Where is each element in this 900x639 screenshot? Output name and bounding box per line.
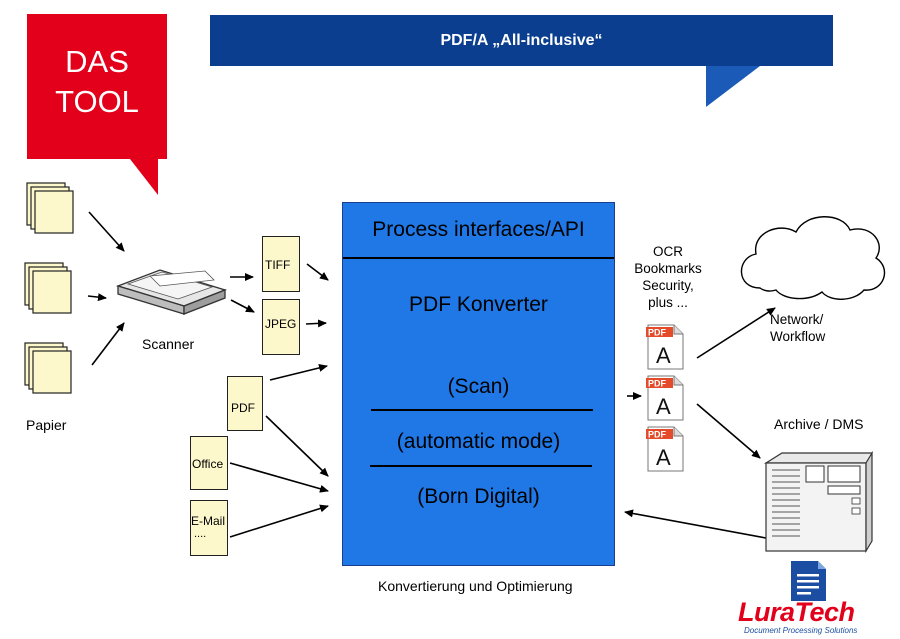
network-label: Network/ Workflow [770, 311, 825, 345]
paper-stack-3 [24, 342, 72, 394]
output-features: OCR Bookmarks Security, plus ... [620, 243, 716, 311]
banner-title: PDF/A „All-inclusive“ [210, 15, 833, 66]
tiff-label: TIFF [265, 258, 291, 272]
feature-security: Security, [642, 278, 694, 293]
badge-line-1: DAS [65, 44, 129, 79]
api-divider [343, 257, 614, 259]
paper-label: Papier [26, 417, 67, 433]
paper-stack-2 [24, 262, 72, 314]
email-document: E-Mail .... [190, 500, 228, 556]
scanner-icon [115, 269, 227, 315]
pdf-icon-3-letter: A [656, 445, 671, 470]
pdf-icon-1-letter: A [656, 343, 671, 368]
luratech-wordmark: LuraTech [738, 597, 855, 627]
jpeg-label: JPEG [265, 317, 297, 331]
pdf-icon-2-letter: A [656, 394, 671, 419]
pdfa-icon-2: PDF A [646, 375, 686, 426]
mode-divider-1 [371, 409, 593, 411]
feature-plus: plus ... [648, 295, 688, 310]
arrow-email-converter [229, 504, 329, 538]
pdfa-icon-3: PDF A [646, 426, 686, 477]
pdf-label: PDF [231, 401, 255, 415]
api-label: Process interfaces/API [372, 218, 585, 241]
feature-bookmarks: Bookmarks [634, 261, 702, 276]
arrow-pdfa-archive [696, 403, 761, 459]
pdf-document: PDF [227, 376, 263, 431]
archive-server-icon [763, 450, 873, 554]
office-document: Office [190, 436, 228, 490]
arrow-pdf-converter-2 [265, 415, 329, 477]
arrow-archive-converter [624, 509, 767, 539]
arrow-paper3-scanner [91, 322, 125, 366]
jpeg-document: JPEG [262, 299, 300, 355]
converter-title: PDF Konverter [409, 293, 548, 316]
arrow-pdf-converter [269, 364, 328, 381]
office-label: Office [192, 457, 224, 471]
pdf-icon-2-tag: PDF [648, 379, 667, 389]
scanner-label: Scanner [142, 336, 195, 352]
pdfa-icon-1: PDF A [646, 324, 686, 375]
arrow-tiff-converter [306, 263, 329, 281]
pdf-icon-1-tag: PDF [648, 328, 667, 338]
archive-label: Archive / DMS [774, 416, 864, 432]
arrow-office-converter [229, 462, 329, 493]
network-cloud-icon [740, 216, 886, 300]
mode-divider-2 [370, 465, 592, 467]
luratech-tagline: Document Processing Solutions [744, 626, 858, 635]
converter-caption: Konvertierung und Optimierung [378, 578, 573, 594]
paper-stack-1 [26, 182, 74, 234]
badge-line-2: TOOL [55, 84, 139, 119]
arrow-paper2-scanner [87, 293, 107, 302]
tiff-document: TIFF [262, 236, 300, 292]
feature-ocr: OCR [653, 244, 683, 259]
email-dots: .... [194, 528, 207, 540]
mode-automatic: (automatic mode) [396, 430, 561, 453]
arrow-scanner-jpeg [230, 299, 255, 313]
mode-scan: (Scan) [447, 375, 510, 398]
arrow-jpeg-converter [305, 319, 327, 328]
mode-born-digital: (Born Digital) [417, 485, 540, 508]
luratech-logo-mark [791, 561, 826, 601]
arrow-paper1-scanner [88, 211, 125, 252]
network-label-line-1: Network/ [770, 312, 824, 327]
arrow-pdfa-network [696, 307, 776, 359]
pdf-icon-3-tag: PDF [648, 430, 667, 440]
pdf-converter-box: Process interfaces/API PDF Konverter (Sc… [342, 202, 615, 566]
das-tool-badge: DAS TOOL [27, 14, 167, 159]
email-label: E-Mail [191, 514, 226, 528]
network-label-line-2: Workflow [770, 329, 826, 344]
